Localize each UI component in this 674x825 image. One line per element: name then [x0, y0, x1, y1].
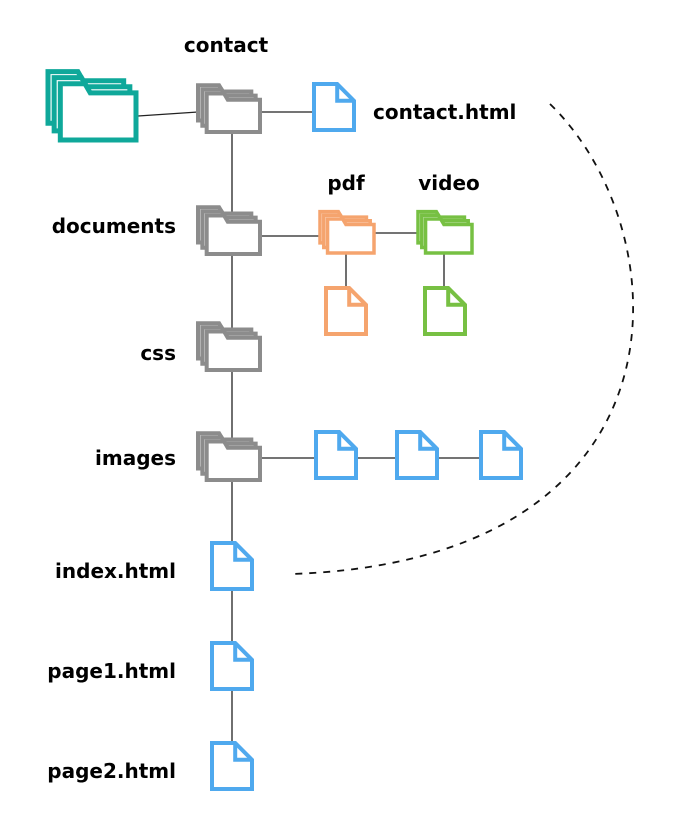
label-pdf: pdf — [327, 171, 365, 195]
images-folder-icon — [196, 431, 262, 482]
label-contact-html: contact.html — [373, 100, 516, 124]
video-file-icon — [423, 286, 467, 336]
pdf-folder-icon — [318, 209, 376, 255]
root-folder-icon — [45, 69, 139, 143]
label-css: css — [140, 341, 176, 365]
index-html-file-icon — [210, 541, 254, 591]
video-folder-icon — [416, 209, 474, 255]
label-images: images — [95, 446, 176, 470]
pdf-file-icon — [324, 286, 368, 336]
edge-root-contact — [137, 111, 199, 117]
contact-folder-icon — [196, 83, 262, 134]
labels-layer: contact contact.html documents pdf video… — [47, 33, 516, 783]
page2-html-file-icon — [210, 741, 254, 791]
css-folder-icon — [196, 321, 262, 372]
image-file-1-icon — [314, 430, 358, 480]
label-documents: documents — [52, 214, 176, 238]
dashed-link-arc — [291, 103, 634, 575]
icons-layer — [45, 69, 523, 791]
label-video: video — [418, 171, 480, 195]
image-file-3-icon — [479, 430, 523, 480]
contact-html-file-icon — [312, 82, 356, 132]
label-page1-html: page1.html — [47, 659, 176, 683]
label-page2-html: page2.html — [47, 759, 176, 783]
label-index-html: index.html — [55, 559, 176, 583]
label-contact: contact — [184, 33, 269, 57]
documents-folder-icon — [196, 205, 262, 256]
page1-html-file-icon — [210, 641, 254, 691]
image-file-2-icon — [395, 430, 439, 480]
